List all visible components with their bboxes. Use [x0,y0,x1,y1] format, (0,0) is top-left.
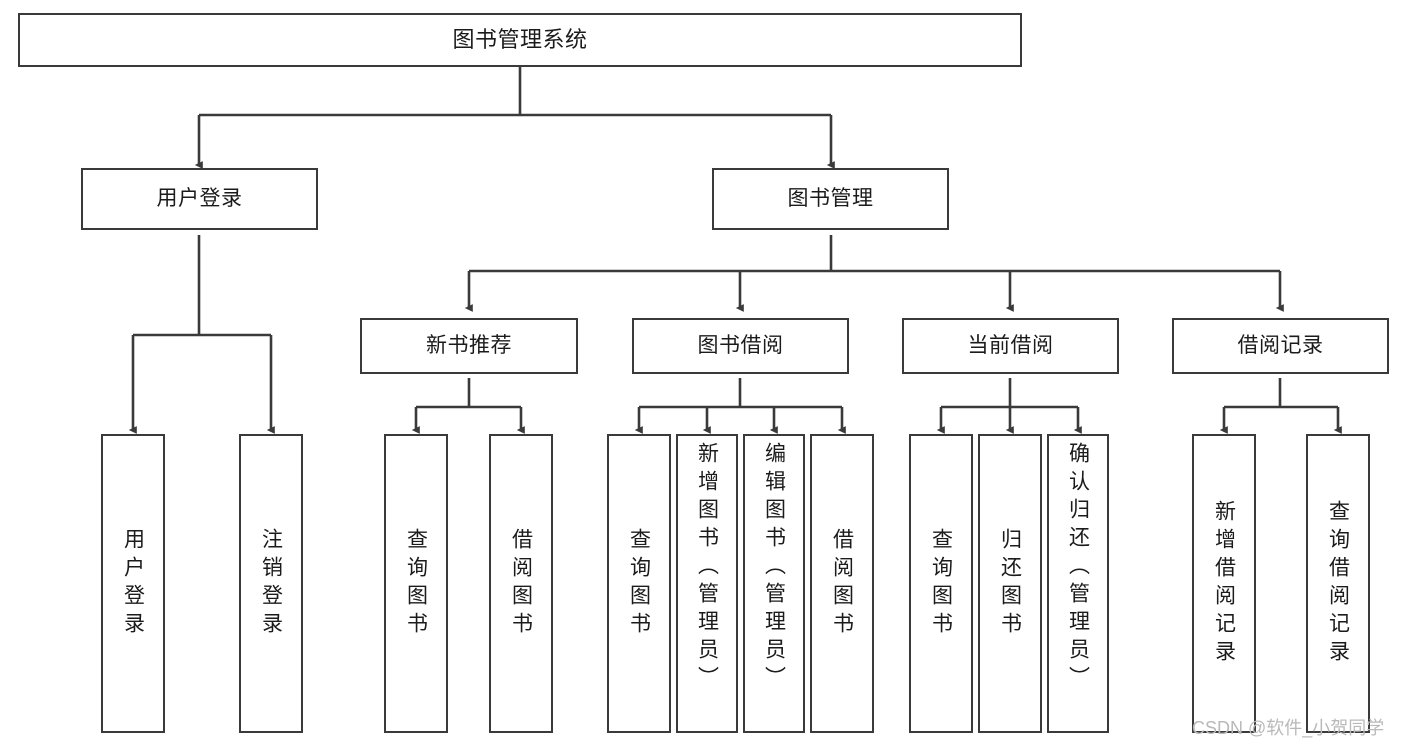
watermark-text: CSDN @软件_小贺同学 [1192,718,1385,738]
node-label: 新书推荐 [426,333,512,357]
node-label: 借阅记录 [1237,333,1324,357]
node-label: 用户登录 [121,527,145,640]
leaf-add-borrow-record[interactable]: 新增借阅记录 [1192,434,1256,733]
node-label: 确认归还（管理员） [1066,442,1090,694]
node-label: 归还图书 [998,527,1022,640]
leaf-return-book[interactable]: 归还图书 [978,434,1042,733]
leaf-confirm-return-admin[interactable]: 确认归还（管理员） [1047,434,1109,733]
node-label: 借阅图书 [830,527,854,640]
node-root-system[interactable]: 图书管理系统 [18,13,1022,67]
node-borrow-record[interactable]: 借阅记录 [1172,318,1389,374]
leaf-query-book-borrow[interactable]: 查询图书 [607,434,671,733]
node-book-management[interactable]: 图书管理 [712,168,949,230]
node-label: 图书管理系统 [452,27,588,53]
leaf-borrow-book[interactable]: 借阅图书 [810,434,874,733]
leaf-query-book-current[interactable]: 查询图书 [909,434,973,733]
node-label: 查询借阅记录 [1326,499,1350,668]
node-label: 编辑图书（管理员） [762,442,786,694]
node-new-book-recommend[interactable]: 新书推荐 [360,318,578,374]
node-label: 新增图书（管理员） [695,442,719,694]
leaf-edit-book-admin[interactable]: 编辑图书（管理员） [743,434,805,733]
node-label: 图书管理 [787,186,874,210]
leaf-query-borrow-record[interactable]: 查询借阅记录 [1306,434,1370,733]
node-label: 查询图书 [929,527,953,640]
leaf-user-login[interactable]: 用户登录 [101,434,165,733]
node-label: 注销登录 [259,527,283,640]
leaf-query-book-recommend[interactable]: 查询图书 [384,434,448,733]
node-label: 用户登录 [156,186,243,210]
node-book-borrow[interactable]: 图书借阅 [632,318,849,374]
node-label: 新增借阅记录 [1212,499,1236,668]
node-label: 借阅图书 [509,527,533,640]
leaf-borrow-book-recommend[interactable]: 借阅图书 [489,434,553,733]
node-current-borrow[interactable]: 当前借阅 [902,318,1119,374]
node-label: 查询图书 [627,527,651,640]
node-label: 图书借阅 [697,333,784,357]
leaf-logout[interactable]: 注销登录 [239,434,303,733]
leaf-add-book-admin[interactable]: 新增图书（管理员） [676,434,738,733]
node-label: 查询图书 [404,527,428,640]
node-label: 当前借阅 [967,333,1054,357]
node-user-login[interactable]: 用户登录 [81,168,318,230]
